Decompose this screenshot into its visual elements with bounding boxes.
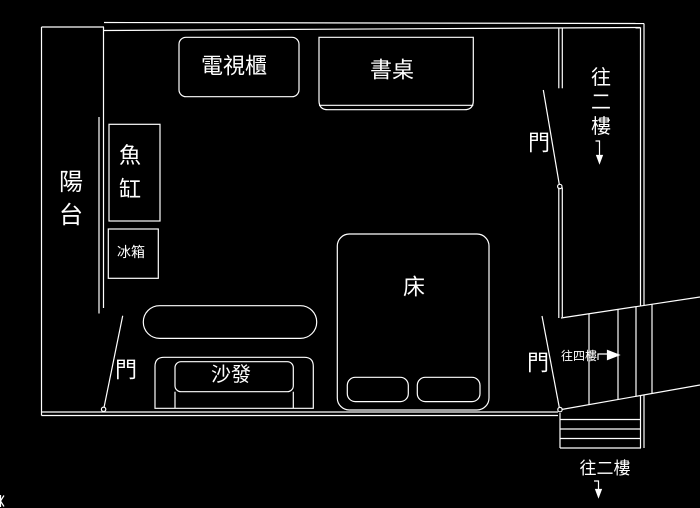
fridge (107, 228, 159, 279)
corner-mark (0, 495, 5, 507)
arrow-down-to-2f-upper (595, 140, 601, 158)
label-to-second-floor-lower: 往二樓 (580, 459, 631, 479)
label-tv-cabinet: 電視櫃 (201, 55, 267, 80)
arrow-right-to-4f-head (606, 349, 621, 361)
label-to-fourth-floor: 往四樓 (561, 348, 597, 363)
door-upper-right-leaf (542, 89, 560, 185)
pillow-left (346, 376, 409, 403)
stairs-4f-bottom-edge (561, 384, 700, 411)
pillow-right (416, 376, 481, 403)
label-door-upper-right: 門 (528, 132, 550, 157)
arrow-down-to-2f-lower (594, 480, 600, 492)
wall-top-outer (103, 21, 645, 25)
sofa-outline (154, 356, 314, 409)
arrow-down-to-2f-lower-head (594, 488, 603, 499)
label-bed: 床 (403, 276, 425, 301)
tv-cabinet (178, 36, 300, 98)
door-lower-right-leaf (541, 315, 560, 408)
label-fridge: 冰箱 (117, 245, 145, 261)
door-upper-right-hinge (556, 183, 563, 190)
label-desk: 書桌 (370, 59, 414, 84)
label-door-lower-right: 門 (527, 352, 549, 377)
door-left-hinge (100, 406, 107, 413)
label-sofa: 沙發 (211, 362, 251, 386)
label-to-second-floor-upper: 往二樓 (591, 65, 611, 138)
stairs-4f-top-edge (560, 296, 700, 319)
desk-outline (318, 36, 474, 111)
arrow-right-to-4f (597, 353, 608, 360)
door-left-leaf (103, 315, 124, 408)
label-fish-tank: 魚缸 (119, 144, 141, 203)
coffee-table (142, 305, 318, 340)
arrow-down-to-2f-upper-head (595, 154, 604, 165)
bed (336, 233, 490, 411)
fish-tank (108, 123, 161, 222)
label-door-left: 門 (115, 359, 137, 384)
wall-top-inner (103, 26, 641, 32)
sofa-back (174, 361, 294, 393)
label-balcony: 陽台 (59, 168, 83, 229)
